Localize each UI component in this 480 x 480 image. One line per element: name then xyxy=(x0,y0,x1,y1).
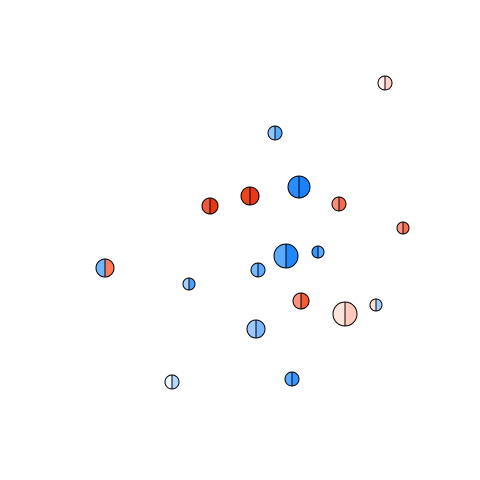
data-point-right-half xyxy=(339,197,346,211)
data-point-left-half xyxy=(183,278,189,290)
data-point xyxy=(287,175,311,199)
data-point xyxy=(246,319,266,339)
data-point-right-half xyxy=(250,187,259,205)
data-point-right-half xyxy=(275,126,282,140)
data-point-outline xyxy=(201,197,219,215)
data-point-outline xyxy=(95,258,115,278)
data-point-outline xyxy=(273,243,299,269)
data-point xyxy=(273,243,299,269)
data-point xyxy=(267,125,283,141)
data-point-right-half xyxy=(210,198,218,214)
data-point-outline xyxy=(287,175,311,199)
data-point-left-half xyxy=(241,187,250,205)
data-point-outline xyxy=(292,292,310,310)
data-point-right-half xyxy=(403,222,409,234)
data-point xyxy=(331,196,347,212)
data-point-outline xyxy=(377,75,393,91)
data-point-left-half xyxy=(370,299,376,311)
data-point-right-half xyxy=(105,259,114,277)
data-point-right-half xyxy=(258,263,265,277)
data-point-outline xyxy=(267,125,283,141)
data-point-left-half xyxy=(165,375,172,389)
data-point-right-half xyxy=(172,375,179,389)
data-point-left-half xyxy=(251,263,258,277)
data-point-outline xyxy=(331,196,347,212)
data-point-outline xyxy=(182,277,196,291)
data-point xyxy=(332,301,358,327)
data-point xyxy=(240,186,260,206)
data-point-right-half xyxy=(345,302,357,326)
data-point-right-half xyxy=(286,244,298,268)
data-point-left-half xyxy=(312,246,318,258)
data-point-left-half xyxy=(293,293,301,309)
data-point-left-half xyxy=(288,176,299,198)
data-point-outline xyxy=(396,221,410,235)
data-point-left-half xyxy=(285,372,292,386)
data-point-left-half xyxy=(378,76,385,90)
data-point xyxy=(292,292,310,310)
data-point-right-half xyxy=(376,299,382,311)
data-point xyxy=(164,374,180,390)
data-point-left-half xyxy=(274,244,286,268)
data-point-right-half xyxy=(292,372,299,386)
data-point-outline xyxy=(164,374,180,390)
data-point xyxy=(311,245,325,259)
data-point-right-half xyxy=(318,246,324,258)
data-point-right-half xyxy=(299,176,310,198)
data-point-left-half xyxy=(247,320,256,338)
data-point xyxy=(377,75,393,91)
data-point-outline xyxy=(284,371,300,387)
data-point-right-half xyxy=(256,320,265,338)
data-point-outline xyxy=(311,245,325,259)
data-point-right-half xyxy=(385,76,392,90)
data-point-right-half xyxy=(189,278,195,290)
data-point xyxy=(95,258,115,278)
data-point-left-half xyxy=(397,222,403,234)
data-point-left-half xyxy=(332,197,339,211)
data-point-left-half xyxy=(268,126,275,140)
data-point-outline xyxy=(369,298,383,312)
data-point-outline xyxy=(332,301,358,327)
data-point-left-half xyxy=(202,198,210,214)
data-point-outline xyxy=(240,186,260,206)
data-point xyxy=(284,371,300,387)
data-point-outline xyxy=(246,319,266,339)
data-point xyxy=(250,262,266,278)
data-point xyxy=(396,221,410,235)
data-point-right-half xyxy=(301,293,309,309)
data-points xyxy=(95,75,410,390)
data-point xyxy=(201,197,219,215)
data-point-outline xyxy=(250,262,266,278)
data-point-left-half xyxy=(96,259,105,277)
data-point xyxy=(182,277,196,291)
data-point-left-half xyxy=(333,302,345,326)
data-point xyxy=(369,298,383,312)
